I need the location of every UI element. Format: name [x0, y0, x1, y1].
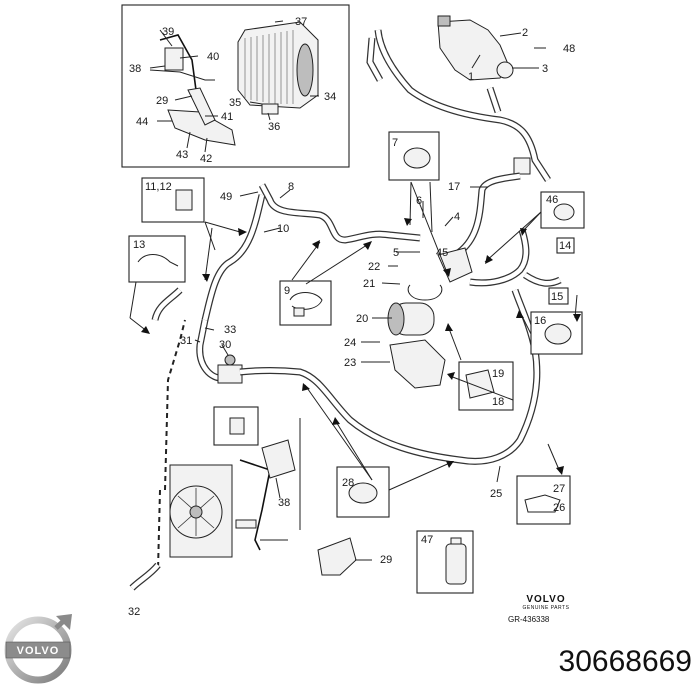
label-23: 23 [344, 357, 356, 369]
label-48: 48 [563, 43, 575, 55]
label-6: 6 [416, 195, 422, 207]
leader-arrowheads [141, 218, 581, 475]
detail-box-28 [336, 466, 390, 518]
label-22: 22 [368, 261, 380, 273]
heater-hose-upper [201, 183, 421, 321]
label-45: 45 [436, 247, 448, 259]
label-15: 15 [551, 291, 563, 303]
detail-box-13 [128, 235, 186, 283]
label-17: 17 [448, 181, 460, 193]
label-7: 7 [392, 137, 398, 149]
label-14: 14 [559, 240, 571, 252]
upper-hose-assembly [366, 29, 551, 182]
part-number: 30668669 [558, 645, 692, 678]
heater-radiator [237, 21, 319, 115]
label-3: 3 [542, 63, 548, 75]
label-29-lower: 29 [380, 554, 392, 566]
label-20: 20 [356, 313, 368, 325]
label-26: 26 [553, 502, 565, 514]
heater-hose-lower [196, 319, 243, 384]
label-5: 5 [393, 247, 399, 259]
label-27: 27 [553, 483, 565, 495]
label-11-12: 11,12 [145, 181, 172, 193]
bleed-hose-dashed [164, 319, 186, 491]
label-13: 13 [133, 239, 145, 251]
label-33: 33 [224, 324, 236, 336]
detail-box-14 [556, 237, 575, 254]
bracket-29-lower [317, 537, 372, 576]
label-30: 30 [219, 339, 231, 351]
label-39: 39 [162, 26, 174, 38]
volvo-logo-icon: VOLVO [4, 614, 72, 684]
label-41: 41 [221, 111, 233, 123]
label-21: 21 [363, 278, 375, 290]
label-2: 2 [522, 27, 528, 39]
label-44: 44 [136, 116, 148, 128]
label-4: 4 [454, 211, 460, 223]
logo-text: VOLVO [17, 645, 60, 657]
label-37: 37 [295, 16, 307, 28]
label-29-top: 29 [156, 95, 168, 107]
brand-subtitle: GENUINE PARTS [522, 605, 570, 611]
expansion-tank [437, 15, 514, 81]
tank-leaders [471, 32, 546, 69]
drain-hose-dashed [157, 489, 161, 571]
radiator-bracket [149, 34, 236, 146]
detail-box-16 [530, 311, 583, 355]
detail-box-49 [213, 406, 259, 446]
detail-box-7 [388, 131, 440, 181]
label-18: 18 [492, 396, 504, 408]
label-19: 19 [492, 368, 504, 380]
pump-hoses [452, 172, 562, 287]
label-16: 16 [534, 315, 546, 327]
label-9: 9 [284, 285, 290, 297]
part-labels: 1 2 3 4 5 6 7 8 9 10 11,12 13 14 15 16 1… [128, 16, 575, 618]
detail-box-11-12 [141, 177, 205, 223]
label-43: 43 [176, 149, 188, 161]
label-25: 25 [490, 488, 502, 500]
diagram-reference-code: GR-436338 [508, 615, 550, 624]
label-8: 8 [288, 181, 294, 193]
label-32: 32 [128, 606, 140, 618]
detail-box-18-19 [458, 361, 514, 411]
label-46: 46 [546, 194, 558, 206]
label-49-upper: 49 [220, 191, 232, 203]
label-1: 1 [468, 71, 474, 83]
detail-box-26-27 [516, 475, 571, 525]
label-28: 28 [342, 477, 354, 489]
label-40: 40 [207, 51, 219, 63]
inset-leaders [149, 20, 319, 153]
detail-box-9 [279, 280, 332, 326]
label-24: 24 [344, 337, 356, 349]
label-42: 42 [200, 153, 212, 165]
brand-wordmark: VOLVO [526, 594, 566, 605]
detail-box-47 [416, 530, 474, 594]
label-34: 34 [324, 91, 336, 103]
label-36: 36 [268, 121, 280, 133]
label-47: 47 [421, 534, 433, 546]
label-38-top: 38 [129, 63, 141, 75]
detail-box-46 [540, 191, 585, 229]
label-35: 35 [229, 97, 241, 109]
auxiliary-water-pump [387, 302, 446, 389]
fan-bracket-38 [235, 439, 296, 551]
detail-box-15 [548, 287, 569, 305]
label-10: 10 [277, 223, 289, 235]
label-31: 31 [180, 335, 192, 347]
label-38-lower: 38 [278, 497, 290, 509]
auxiliary-radiator-fan [169, 464, 233, 558]
